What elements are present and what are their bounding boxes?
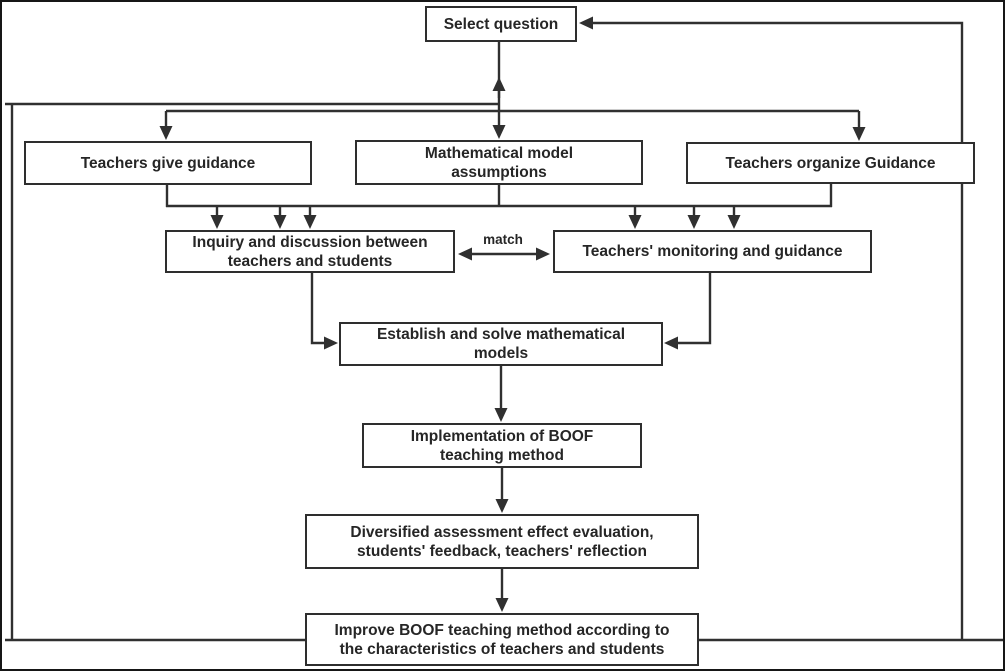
node-label: Inquiry and discussion between teachers …	[192, 233, 428, 270]
node-label: Teachers give guidance	[80, 154, 256, 172]
node-label: Teachers' monitoring and guidance	[582, 243, 843, 260]
node-implementation-boof: Implementation of BOOF teaching method	[362, 423, 642, 468]
node-label: Select question	[443, 15, 559, 33]
node-label: Teachers organize Guidance	[725, 154, 936, 172]
node-label: Diversified assessment effect evaluation…	[350, 523, 654, 560]
node-label: Implementation of BOOF teaching method	[410, 427, 594, 464]
node-inquiry-discussion: Inquiry and discussion between teachers …	[165, 230, 455, 273]
node-teachers-organize-guidance: Teachers organize Guidance	[686, 142, 975, 184]
node-mathematical-model-assumptions: Mathematical model assumptions	[355, 140, 643, 185]
node-establish-solve-models: Establish and solve mathematical models	[339, 322, 663, 366]
node-teachers-give-guidance: Teachers give guidance	[24, 141, 312, 185]
node-improve-boof: Improve BOOF teaching method according t…	[305, 613, 699, 666]
arrow-inquiry-to-establish	[310, 273, 338, 350]
match-edge-label: match	[483, 232, 523, 247]
node-label: Mathematical model assumptions	[424, 144, 574, 181]
arrow-monitoring-to-establish	[664, 273, 712, 350]
node-label: Establish and solve mathematical models	[376, 326, 626, 362]
node-select-question: Select question	[425, 6, 577, 42]
node-teachers-monitoring: Teachers' monitoring and guidance	[553, 230, 872, 273]
arrow-right-loop-to-select	[579, 16, 964, 641]
node-label: Improve BOOF teaching method according t…	[334, 621, 670, 658]
node-diversified-assessment: Diversified assessment effect evaluation…	[305, 514, 699, 569]
